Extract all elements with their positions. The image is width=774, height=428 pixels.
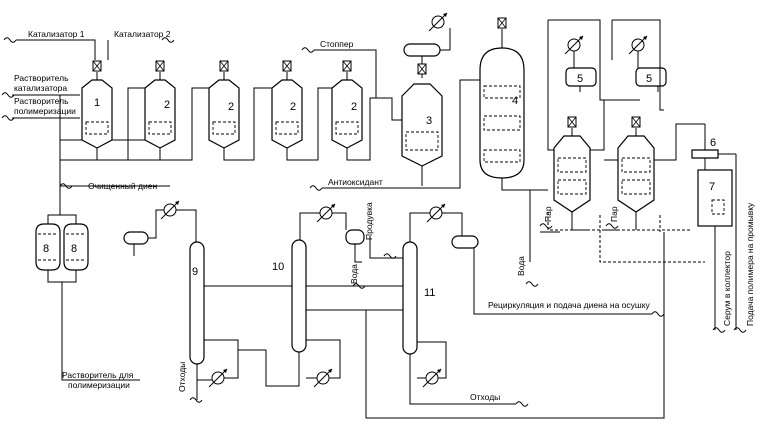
- antioxidant-line: [322, 79, 480, 189]
- unit-5a-label: 5: [577, 73, 583, 85]
- unit-2b-label: 2: [228, 101, 234, 113]
- unit-2c-label: 2: [290, 101, 296, 113]
- reactor-1: [81, 60, 113, 154]
- label-waste1: Отходы: [177, 362, 187, 392]
- unit-11-label: 11: [424, 287, 435, 299]
- label-wash: Подача полимера на промывку: [745, 202, 755, 326]
- unit-6-label: 6: [710, 137, 716, 149]
- head-5a: [547, 19, 640, 101]
- dryer-piping: [47, 214, 140, 381]
- reactor-3-vapor-line: [440, 28, 451, 51]
- unit-9-label: 9: [192, 266, 198, 278]
- catalyst1-flow-icon: [3, 37, 17, 43]
- vessel-4-outlet: [501, 178, 548, 191]
- antioxidant-flow-icon: [309, 185, 323, 191]
- unit-1-label: 1: [94, 97, 100, 109]
- label-solvent-cat-1: Растворитель: [14, 73, 69, 83]
- waste2-flow-icon: [515, 401, 529, 407]
- unit-3-label: 3: [426, 115, 432, 127]
- vessel-4: [479, 17, 525, 179]
- stripper-a: [553, 116, 591, 230]
- column-10: [238, 203, 414, 388]
- label-solvent-poly-1: Растворитель для: [62, 370, 134, 380]
- return-line: [365, 232, 665, 419]
- label-stopper: Стоппер: [320, 39, 354, 49]
- unit-4-label: 4: [512, 95, 518, 107]
- label-catalyst2: Катализатор 2: [114, 29, 171, 39]
- label-purge: Продувка: [364, 202, 374, 240]
- dryer-8b: [63, 223, 89, 271]
- column-11: [384, 203, 652, 405]
- label-solvent-cat-2: катализатора: [14, 83, 67, 93]
- label-purified-diene: Очищенный диен: [88, 181, 157, 191]
- label-solvent-pol-1: Растворитель: [14, 96, 69, 106]
- waste1-flow-icon: [189, 397, 203, 403]
- label-serum: Серум в коллектор: [722, 251, 732, 326]
- unit-7: [697, 154, 737, 330]
- recycle-flow-icon: [651, 311, 665, 317]
- purge-line: [369, 236, 384, 259]
- water2-flow-icon: [525, 281, 539, 287]
- reactor-3: [401, 43, 443, 186]
- unit-8b-label: 8: [71, 243, 77, 255]
- unit-5b-label: 5: [646, 73, 652, 85]
- unit-2d-label: 2: [351, 101, 357, 113]
- reactor-3-condenser-icon: [428, 12, 448, 32]
- label-catalyst1: Катализатор 1: [28, 29, 85, 39]
- unit-7-label: 7: [709, 181, 715, 193]
- label-steam2: Пар: [609, 206, 619, 222]
- head-5b: [611, 19, 667, 111]
- label-water2: Вода: [516, 256, 526, 276]
- label-waste2: Отходы: [470, 392, 500, 402]
- stripper-b: [617, 116, 655, 230]
- reactor-piping: [60, 49, 402, 161]
- label-steam1: Пар: [543, 206, 553, 222]
- label-solvent-poly-2: полимеризации: [68, 380, 130, 390]
- reactor-2c: [271, 60, 303, 154]
- stopper-flow-icon: [301, 47, 315, 53]
- label-solvent-pol-2: полимеризации: [14, 106, 76, 116]
- column-9: [123, 200, 414, 400]
- steam1-flow-icon: [539, 223, 553, 229]
- unit-10-label: 10: [272, 261, 284, 273]
- label-water1: Вода: [349, 264, 359, 284]
- dryer-8a: [35, 223, 61, 271]
- reactor-2b: [208, 60, 240, 154]
- reactor-2a: [144, 60, 176, 154]
- label-recycle: Рециркуляция и подача диена на осушку: [488, 300, 651, 310]
- unit-2a-label: 2: [164, 99, 170, 111]
- stripper-piping: [520, 60, 705, 263]
- unit-8a-label: 8: [43, 243, 49, 255]
- steam2-flow-icon: [605, 223, 619, 229]
- label-antioxidant: Антиоксидант: [328, 177, 383, 187]
- reactor-2d: [331, 60, 363, 154]
- unit-6: [691, 124, 736, 159]
